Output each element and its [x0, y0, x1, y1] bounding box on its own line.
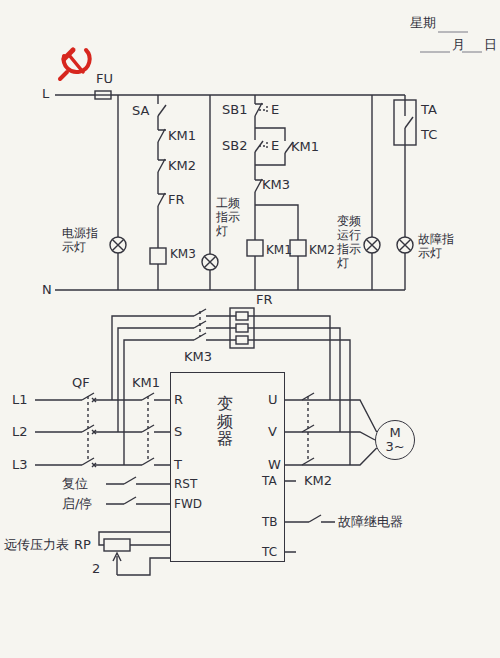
schematic-label: TA — [421, 103, 437, 117]
node-text: 3~ — [385, 440, 404, 454]
schematic-label: N — [42, 283, 52, 297]
schematic-label: KM1 — [291, 140, 319, 154]
schematic-label: L3 — [12, 458, 28, 472]
schematic-label: KM3 — [170, 247, 196, 261]
schematic-label: TC — [262, 545, 277, 559]
schematic-label: SB1 — [222, 103, 247, 117]
header-rules — [420, 32, 482, 52]
schematic-label: 复位 — [62, 477, 88, 491]
main-circuit — [35, 308, 350, 575]
inverter-box: 变频器 — [170, 372, 285, 562]
schematic-label: L2 — [12, 425, 28, 439]
schematic-label: 2 — [92, 562, 100, 576]
power-wire — [285, 400, 377, 465]
schematic-label: R — [174, 393, 183, 407]
schematic-label: L — [42, 87, 49, 101]
schematic-label: KM1 — [168, 129, 196, 143]
control-circuit — [55, 91, 416, 290]
schematic-label: KM2 — [304, 474, 332, 488]
schematic-label: 变频运行指示灯 — [337, 214, 362, 270]
schematic-label: SA — [132, 104, 149, 118]
node-text: 变频器 — [217, 395, 233, 448]
schematic-label: KM1 — [132, 376, 160, 390]
schematic-label: T — [174, 458, 182, 472]
schematic-label: 星期 — [410, 16, 436, 30]
schematic-label: 故障继电器 — [338, 515, 403, 529]
schematic-label: E — [271, 103, 279, 117]
schematic-label: 日 — [484, 38, 497, 52]
schematic-label: SB2 — [222, 139, 247, 153]
schematic-label: RST — [174, 477, 197, 491]
motor-symbol: M3~ — [375, 420, 415, 460]
schematic-label: 启/停 — [62, 497, 92, 511]
schematic-label: 月 — [452, 38, 465, 52]
schematic-label: FR — [168, 193, 185, 207]
schematic-label: L1 — [12, 393, 28, 407]
schematic-label: 远传压力表 — [4, 538, 69, 552]
party-emblem — [60, 50, 90, 79]
schematic-label: 电源指示灯 — [62, 226, 104, 254]
schematic-label: W — [268, 458, 281, 472]
schematic-label: QF — [72, 376, 90, 390]
schematic-label: 故障指示灯 — [418, 232, 458, 260]
schematic-label: E — [271, 139, 279, 153]
schematic-label: U — [268, 393, 278, 407]
schematic-label: TA — [262, 474, 277, 488]
schematic-label: KM1 — [266, 243, 292, 257]
schematic-label: FU — [96, 72, 113, 86]
schematic-label: FR — [256, 293, 273, 307]
schematic-label: TB — [262, 515, 278, 529]
node-text: M — [389, 426, 400, 440]
schematic-label: FWD — [174, 497, 202, 511]
schematic-label: TC — [421, 128, 437, 142]
schematic-label: KM3 — [184, 350, 212, 364]
schematic-label: 工频指示灯 — [216, 196, 244, 238]
schematic-label: KM2 — [168, 159, 196, 173]
schematic-label: V — [268, 425, 277, 439]
schematic-label: KM3 — [262, 178, 290, 192]
schematic-label: S — [174, 425, 182, 439]
schematic-label: RP — [74, 538, 91, 552]
schematic-label: KM2 — [309, 243, 335, 257]
